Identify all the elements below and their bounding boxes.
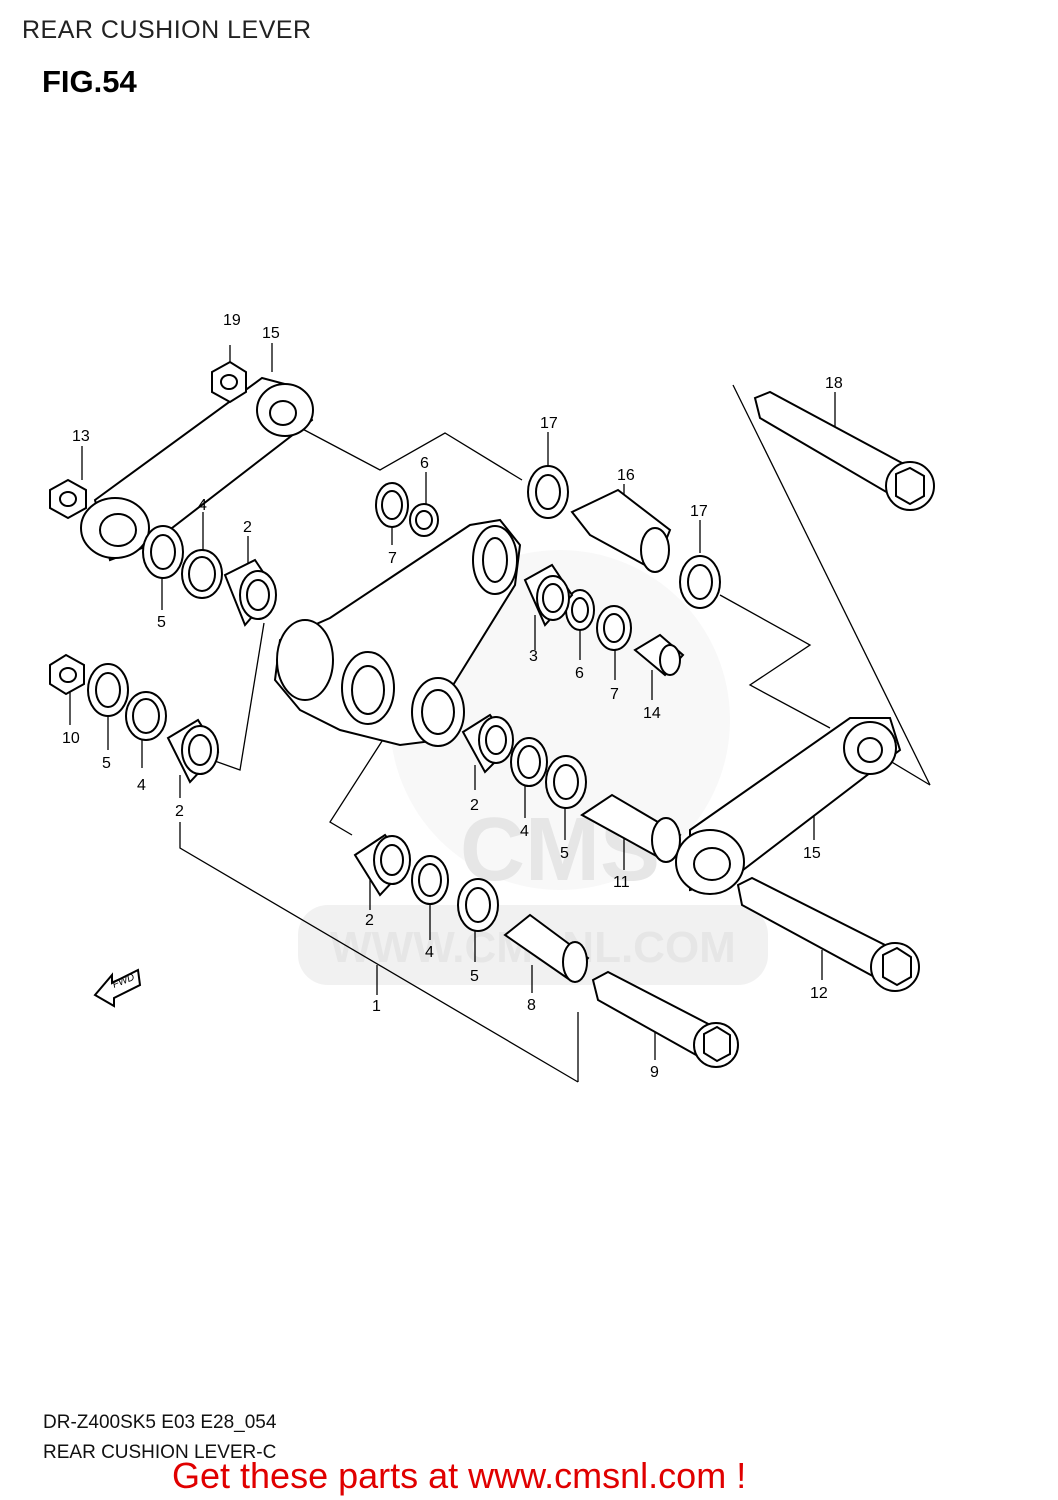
callout-4-upper: 4 [198, 497, 207, 514]
callout-2-bottom: 2 [365, 912, 374, 929]
callout-7-lower: 7 [610, 686, 619, 703]
nut-13 [49, 478, 87, 520]
cushion-lever [273, 518, 522, 747]
callout-5-mid: 5 [560, 845, 569, 862]
callout-5-upper: 5 [157, 614, 166, 631]
callout-15-upper: 15 [262, 325, 280, 342]
callout-3: 3 [529, 648, 538, 665]
callout-4-left: 4 [137, 777, 146, 794]
callout-12: 12 [810, 985, 828, 1002]
callout-5-bottom: 5 [470, 968, 479, 985]
callout-13: 13 [72, 428, 90, 445]
callout-2-upper: 2 [243, 519, 252, 536]
callout-4-mid: 4 [520, 823, 529, 840]
callout-6-lower: 6 [575, 665, 584, 682]
callout-16: 16 [617, 467, 635, 484]
callout-19: 19 [223, 312, 241, 329]
figure-number: FIG.54 [42, 64, 137, 99]
callout-10: 10 [62, 730, 80, 747]
needle-bearings [166, 558, 574, 897]
callout-5-left: 5 [102, 755, 111, 772]
callout-15-lower: 15 [803, 845, 821, 862]
diagram-code: DR-Z400SK5 E03 E28_054 [43, 1412, 277, 1433]
callout-8: 8 [527, 997, 536, 1014]
bolt-18 [753, 390, 935, 511]
page-title: REAR CUSHION LEVER [22, 16, 312, 44]
cushion-rod-lower [675, 717, 902, 895]
bolt-12 [736, 876, 920, 992]
nut-19 [211, 360, 247, 404]
bolt-9 [591, 970, 739, 1068]
nut-10 [49, 653, 85, 696]
diagram-caption: REAR CUSHION LEVER-C [43, 1442, 277, 1463]
fwd-arrow-icon: FWD [93, 968, 142, 1008]
callout-1: 1 [372, 998, 381, 1015]
cushion-rod-upper [80, 376, 314, 562]
spacers [503, 488, 685, 983]
callout-7-upper: 7 [388, 550, 397, 567]
callout-9: 9 [650, 1064, 659, 1081]
callout-17-lower: 17 [690, 503, 708, 520]
callout-numbers: 19 15 13 6 17 16 18 4 2 5 7 17 3 6 7 14 … [62, 312, 843, 1081]
callout-2-left: 2 [175, 803, 184, 820]
callout-6-upper: 6 [420, 455, 429, 472]
cmsnl-promo-link[interactable]: Get these parts at www.cmsnl.com ! [172, 1455, 747, 1496]
washers [87, 465, 721, 932]
callout-18: 18 [825, 375, 843, 392]
callout-11: 11 [613, 874, 630, 891]
callout-2-mid: 2 [470, 797, 479, 814]
callout-4-bottom: 4 [425, 944, 434, 961]
callout-14: 14 [643, 705, 661, 722]
callout-17-upper: 17 [540, 415, 558, 432]
